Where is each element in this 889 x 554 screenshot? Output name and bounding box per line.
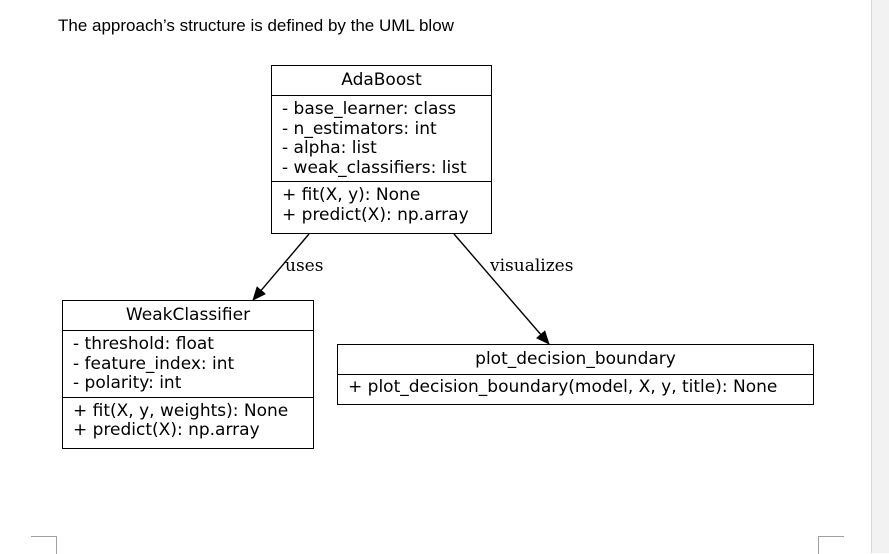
attribute: - n_estimators: int [282,118,437,139]
method: + predict(X): np.array [282,204,469,225]
edge-visualizes [453,233,550,345]
attributes-section: - threshold: float - feature_index: int … [63,331,313,397]
method: + fit(X, y): None [282,185,421,205]
attributes-section: - base_learner: class - n_estimators: in… [272,96,491,181]
edge-label-uses: uses [285,256,324,276]
methods-section: + plot_decision_boundary(model, X, y, ti… [338,375,813,401]
class-name: plot_decision_boundary [338,345,813,375]
class-plot-decision-boundary: plot_decision_boundary + plot_decision_b… [337,344,814,405]
methods-section: + fit(X, y): None + predict(X): np.array [272,181,491,228]
class-name: WeakClassifier [63,301,313,331]
class-weak-classifier: WeakClassifier - threshold: float - feat… [62,300,314,449]
vertical-scrollbar[interactable] [871,0,889,553]
attribute: - alpha: list [282,138,377,158]
method: + fit(X, y, weights): None [73,400,289,421]
method: + plot_decision_boundary(model, X, y, ti… [348,377,778,397]
page-corner-mark-left [31,536,57,554]
attribute: - polarity: int [73,373,182,393]
page-corner-mark-right [818,536,844,554]
edge-label-visualizes: visualizes [490,256,574,276]
diagram-caption: The approach’s structure is defined by t… [58,16,454,35]
attribute: - feature_index: int [73,353,235,374]
class-name: AdaBoost [272,66,491,96]
attribute: - threshold: float [73,334,214,354]
methods-section: + fit(X, y, weights): None + predict(X):… [63,396,313,444]
attribute: - base_learner: class [282,99,457,119]
class-adaboost: AdaBoost - base_learner: class - n_estim… [271,65,492,234]
method: + predict(X): np.array [73,420,260,440]
attribute: - weak_classifiers: list [282,157,467,178]
